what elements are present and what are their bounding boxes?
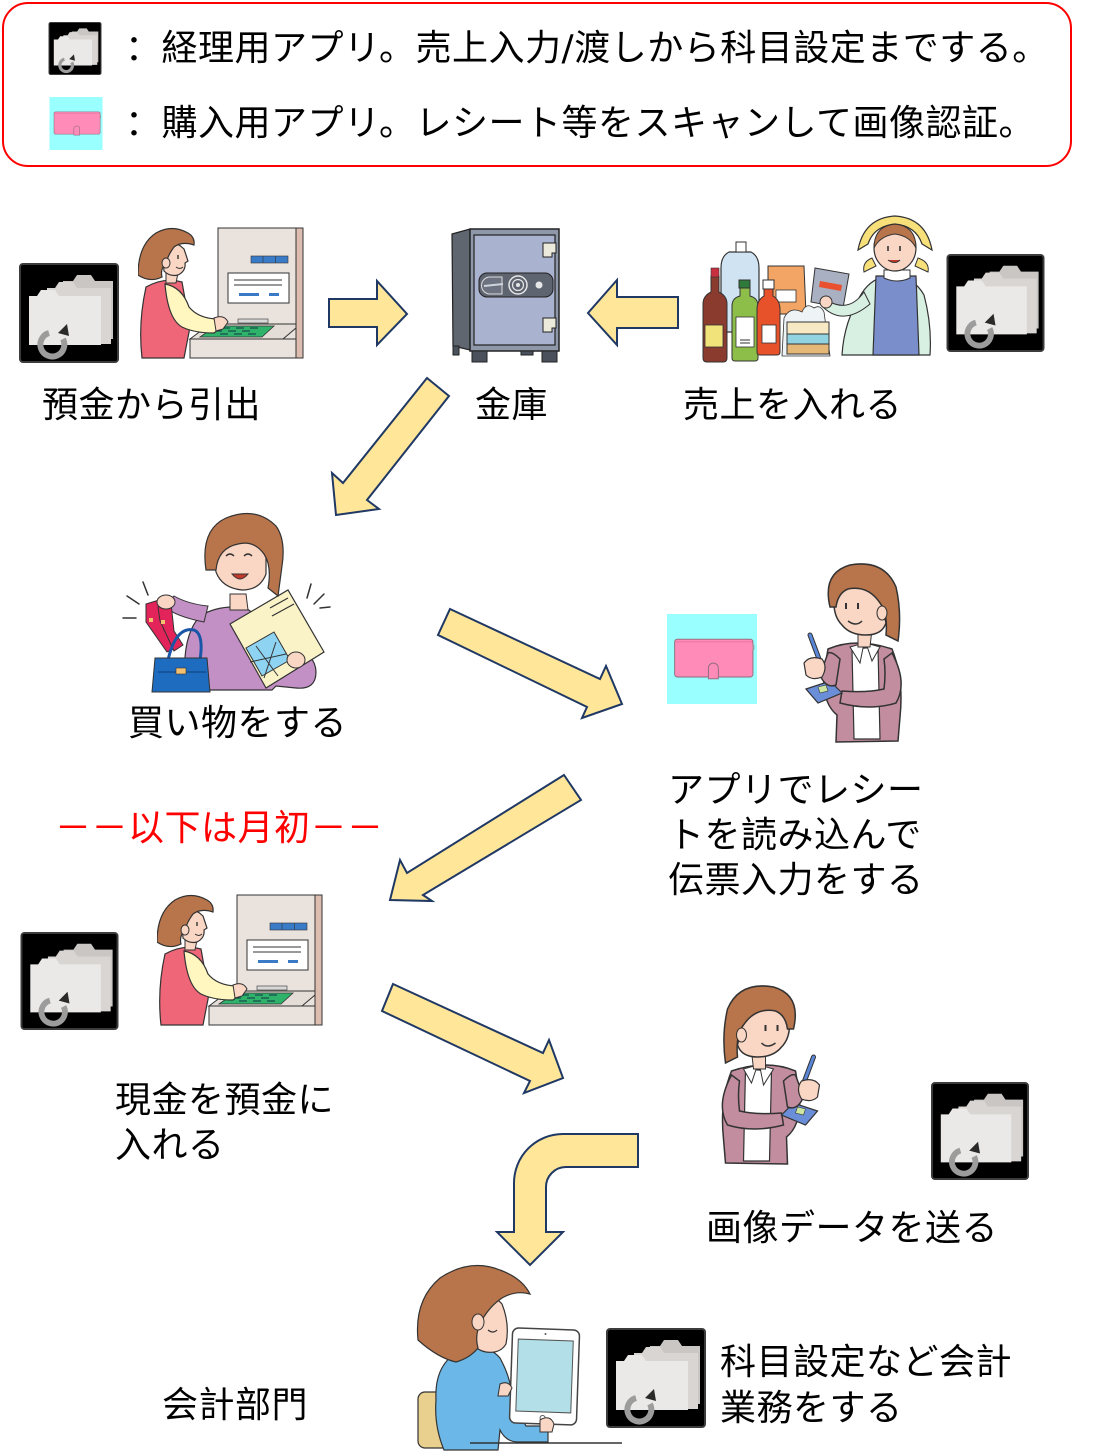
- arrow-safe-to-shopping: [330, 376, 451, 517]
- label-scan-receipt-line-3: 伝票入力をする: [668, 860, 924, 901]
- legend-box: [2, 2, 1072, 167]
- label-withdraw: 預金から引出: [42, 385, 262, 426]
- shopper-illustration: [122, 512, 331, 693]
- accounting-app-icon: [20, 264, 118, 362]
- arrow-deposit-to-send: [380, 982, 565, 1095]
- label-safe: 金庫: [475, 385, 549, 426]
- label-deposit-line-1: 現金を預金に: [115, 1080, 335, 1121]
- accounting-app-icon: [932, 1083, 1028, 1179]
- label-scan-receipt-line-2: トを読み込んで: [668, 815, 922, 856]
- accounting-app-icon: [607, 1329, 705, 1427]
- legend-purchase-app-text: ：購入用アプリ。レシート等をスキャンして画像認証。: [125, 103, 1035, 144]
- woman-at-atm-illustration: [157, 894, 323, 1026]
- arrow-withdraw-to-safe: [328, 278, 409, 348]
- label-send-image: 画像データを送る: [706, 1208, 999, 1249]
- label-sales: 売上を入れる: [683, 385, 903, 426]
- legend-accounting-app-text: ：経理用アプリ。売上入力/渡しから科目設定までする。: [125, 28, 1049, 69]
- label-accounting-department: 会計部門: [162, 1385, 309, 1426]
- arrow-shopping-to-scan: [436, 607, 624, 720]
- accounting-app-icon: [21, 933, 117, 1029]
- person-with-device-illustration: [804, 564, 901, 742]
- arrow-sales-to-safe: [586, 277, 679, 348]
- label-deposit-line-2: 入れる: [115, 1125, 225, 1166]
- merchandise-illustration: [702, 241, 850, 363]
- label-accounting-work-line-2: 業務をする: [720, 1388, 903, 1429]
- person-with-device-illustration: [722, 986, 819, 1164]
- arrow-scan-to-deposit: [388, 773, 583, 903]
- label-shopping: 買い物をする: [128, 703, 348, 744]
- label-accounting-work-line-1: 科目設定など会計: [720, 1342, 1013, 1383]
- arrow-send-to-accounting-bent: [494, 1133, 639, 1267]
- label-scan-receipt-line-1: アプリでレシー: [668, 770, 924, 811]
- accounting-app-icon: [947, 255, 1043, 351]
- shopkeeper-illustration: [819, 215, 933, 356]
- accountant-illustration: [416, 1264, 622, 1451]
- woman-at-atm-illustration: [138, 227, 304, 359]
- purchase-app-icon: [667, 614, 757, 704]
- safe-illustration: [451, 228, 560, 363]
- month-start-divider: －－以下は月初－－: [55, 808, 384, 849]
